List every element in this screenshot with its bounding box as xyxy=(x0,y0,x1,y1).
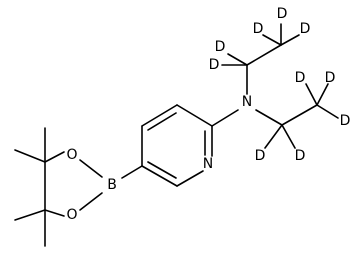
bond-cq2-methyl-left xyxy=(14,209,46,221)
bond-c5-boron xyxy=(121,165,143,179)
bond-d-upper-ch3-c xyxy=(280,34,300,46)
atom-label-d-3: D xyxy=(253,21,264,37)
bond-lines xyxy=(14,23,339,247)
atom-label-d-2: D xyxy=(209,57,220,73)
bond-n-ch2-lower xyxy=(255,109,283,126)
atom-label-n-amine: N xyxy=(242,94,252,110)
bond-ring-c3-c4 xyxy=(141,104,178,127)
bond-d-lower-ch3-b xyxy=(316,83,329,106)
bond-ring-c6-n1 xyxy=(176,170,204,187)
atom-label-d-1: D xyxy=(215,39,226,55)
bond-d-upper-ch2-a xyxy=(227,53,248,66)
bond-c2-n-amine xyxy=(211,109,239,127)
atom-label-oxygen-upper: O xyxy=(66,147,77,163)
bond-ring-c2-c3 xyxy=(176,104,213,127)
bond-d-upper-ch3-a xyxy=(262,34,282,46)
bond-ch2-ch3-lower xyxy=(281,104,318,126)
atom-label-d-9: D xyxy=(325,70,336,86)
atom-label-d-7: D xyxy=(295,148,306,164)
bond-d-lower-ch2-a xyxy=(264,124,283,149)
atom-label-d-10: D xyxy=(340,113,351,129)
atom-label-d-5: D xyxy=(300,21,311,37)
bond-cq1-methyl-up xyxy=(14,149,46,163)
bond-d-lower-ch3-c xyxy=(316,104,339,119)
bond-ring-c5-c6 xyxy=(141,165,178,187)
atom-label-oxygen-lower: O xyxy=(66,207,77,223)
bond-boron-oxygen-lower xyxy=(79,192,103,211)
bond-ch2-ch3-upper xyxy=(246,44,282,66)
atom-label-d-4: D xyxy=(277,6,288,22)
bond-ring-double-c3-c4 xyxy=(147,112,177,131)
bond-oxygen-upper-cq1 xyxy=(44,151,65,163)
bond-ring-double-c5-c6 xyxy=(147,161,177,179)
bond-boron-oxygen-upper xyxy=(79,159,103,178)
bond-d-lower-ch2-b xyxy=(281,124,296,149)
bond-d-lower-ch3-a xyxy=(305,83,318,106)
atom-label-d-6: D xyxy=(255,148,266,164)
atom-label-boron: B xyxy=(107,177,117,193)
bond-oxygen-lower-cq2 xyxy=(44,209,65,217)
atom-label-d-8: D xyxy=(295,70,306,86)
atom-label-n-ring: N xyxy=(203,156,213,172)
atom-labels: N N B O O D D D D D D D D D D xyxy=(66,6,350,223)
